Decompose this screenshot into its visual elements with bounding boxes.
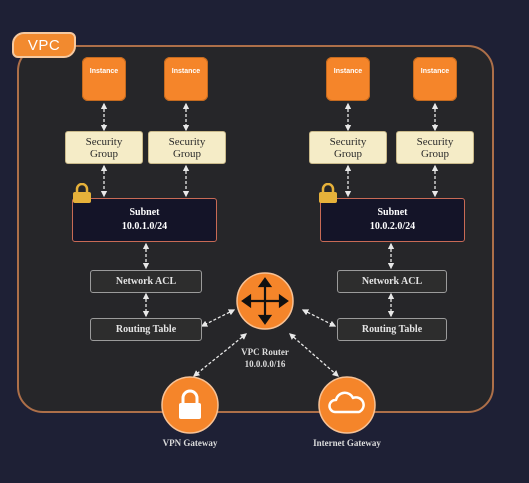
connector-router-vpn xyxy=(192,333,248,377)
instance-box[interactable]: Instance xyxy=(413,57,457,101)
lock-icon xyxy=(179,389,201,419)
security-group-label: Group xyxy=(420,147,450,160)
connector-router-igw xyxy=(289,333,339,377)
network-acl-box[interactable]: Network ACL xyxy=(337,270,447,293)
subnet-title: Subnet xyxy=(129,207,160,218)
subnet-title: Subnet xyxy=(377,207,408,218)
instance-box[interactable]: Instance xyxy=(164,57,208,101)
security-group-box[interactable]: Security Group xyxy=(65,131,143,164)
internet-gateway-label: Internet Gateway xyxy=(313,438,381,448)
vpn-gateway-icon[interactable] xyxy=(161,376,219,434)
subnet-cidr: 10.0.1.0/24 xyxy=(121,221,168,232)
instance-box[interactable]: Instance xyxy=(326,57,370,101)
security-group-label: Security xyxy=(416,135,454,148)
security-group-box[interactable]: Security Group xyxy=(148,131,226,164)
instance-box[interactable]: Instance xyxy=(82,57,126,101)
connector-router-rt-left xyxy=(200,309,236,327)
router-cidr: 10.0.0.0/16 xyxy=(244,359,286,369)
security-group-label: Group xyxy=(89,147,119,160)
subnet-cidr: 10.0.2.0/24 xyxy=(369,221,416,232)
router-label: VPC Router 10.0.0.0/16 xyxy=(221,346,309,370)
router-arrows-icon[interactable] xyxy=(235,271,295,331)
connector-router-rt-right xyxy=(301,309,337,327)
security-group-label: Group xyxy=(172,147,202,160)
security-group-box[interactable]: Security Group xyxy=(396,131,474,164)
internet-gateway-icon[interactable] xyxy=(318,376,376,434)
lock-icon xyxy=(73,183,91,203)
security-group-label: Security xyxy=(168,135,206,148)
subnet-box[interactable]: Subnet 10.0.1.0/24 xyxy=(72,198,217,242)
subnet-box[interactable]: Subnet 10.0.2.0/24 xyxy=(320,198,465,242)
cloud-icon xyxy=(328,391,365,414)
security-group-label: Group xyxy=(333,147,363,160)
security-group-label: Security xyxy=(329,135,367,148)
vpn-gateway-label: VPN Gateway xyxy=(162,438,218,448)
routing-table-box[interactable]: Routing Table xyxy=(90,318,202,341)
vpc-label: VPC xyxy=(12,32,76,58)
lock-icon xyxy=(319,183,337,203)
security-group-label: Security xyxy=(85,135,123,148)
security-group-box[interactable]: Security Group xyxy=(309,131,387,164)
network-acl-box[interactable]: Network ACL xyxy=(90,270,202,293)
router-title: VPC Router xyxy=(241,347,289,357)
routing-table-box[interactable]: Routing Table xyxy=(337,318,447,341)
